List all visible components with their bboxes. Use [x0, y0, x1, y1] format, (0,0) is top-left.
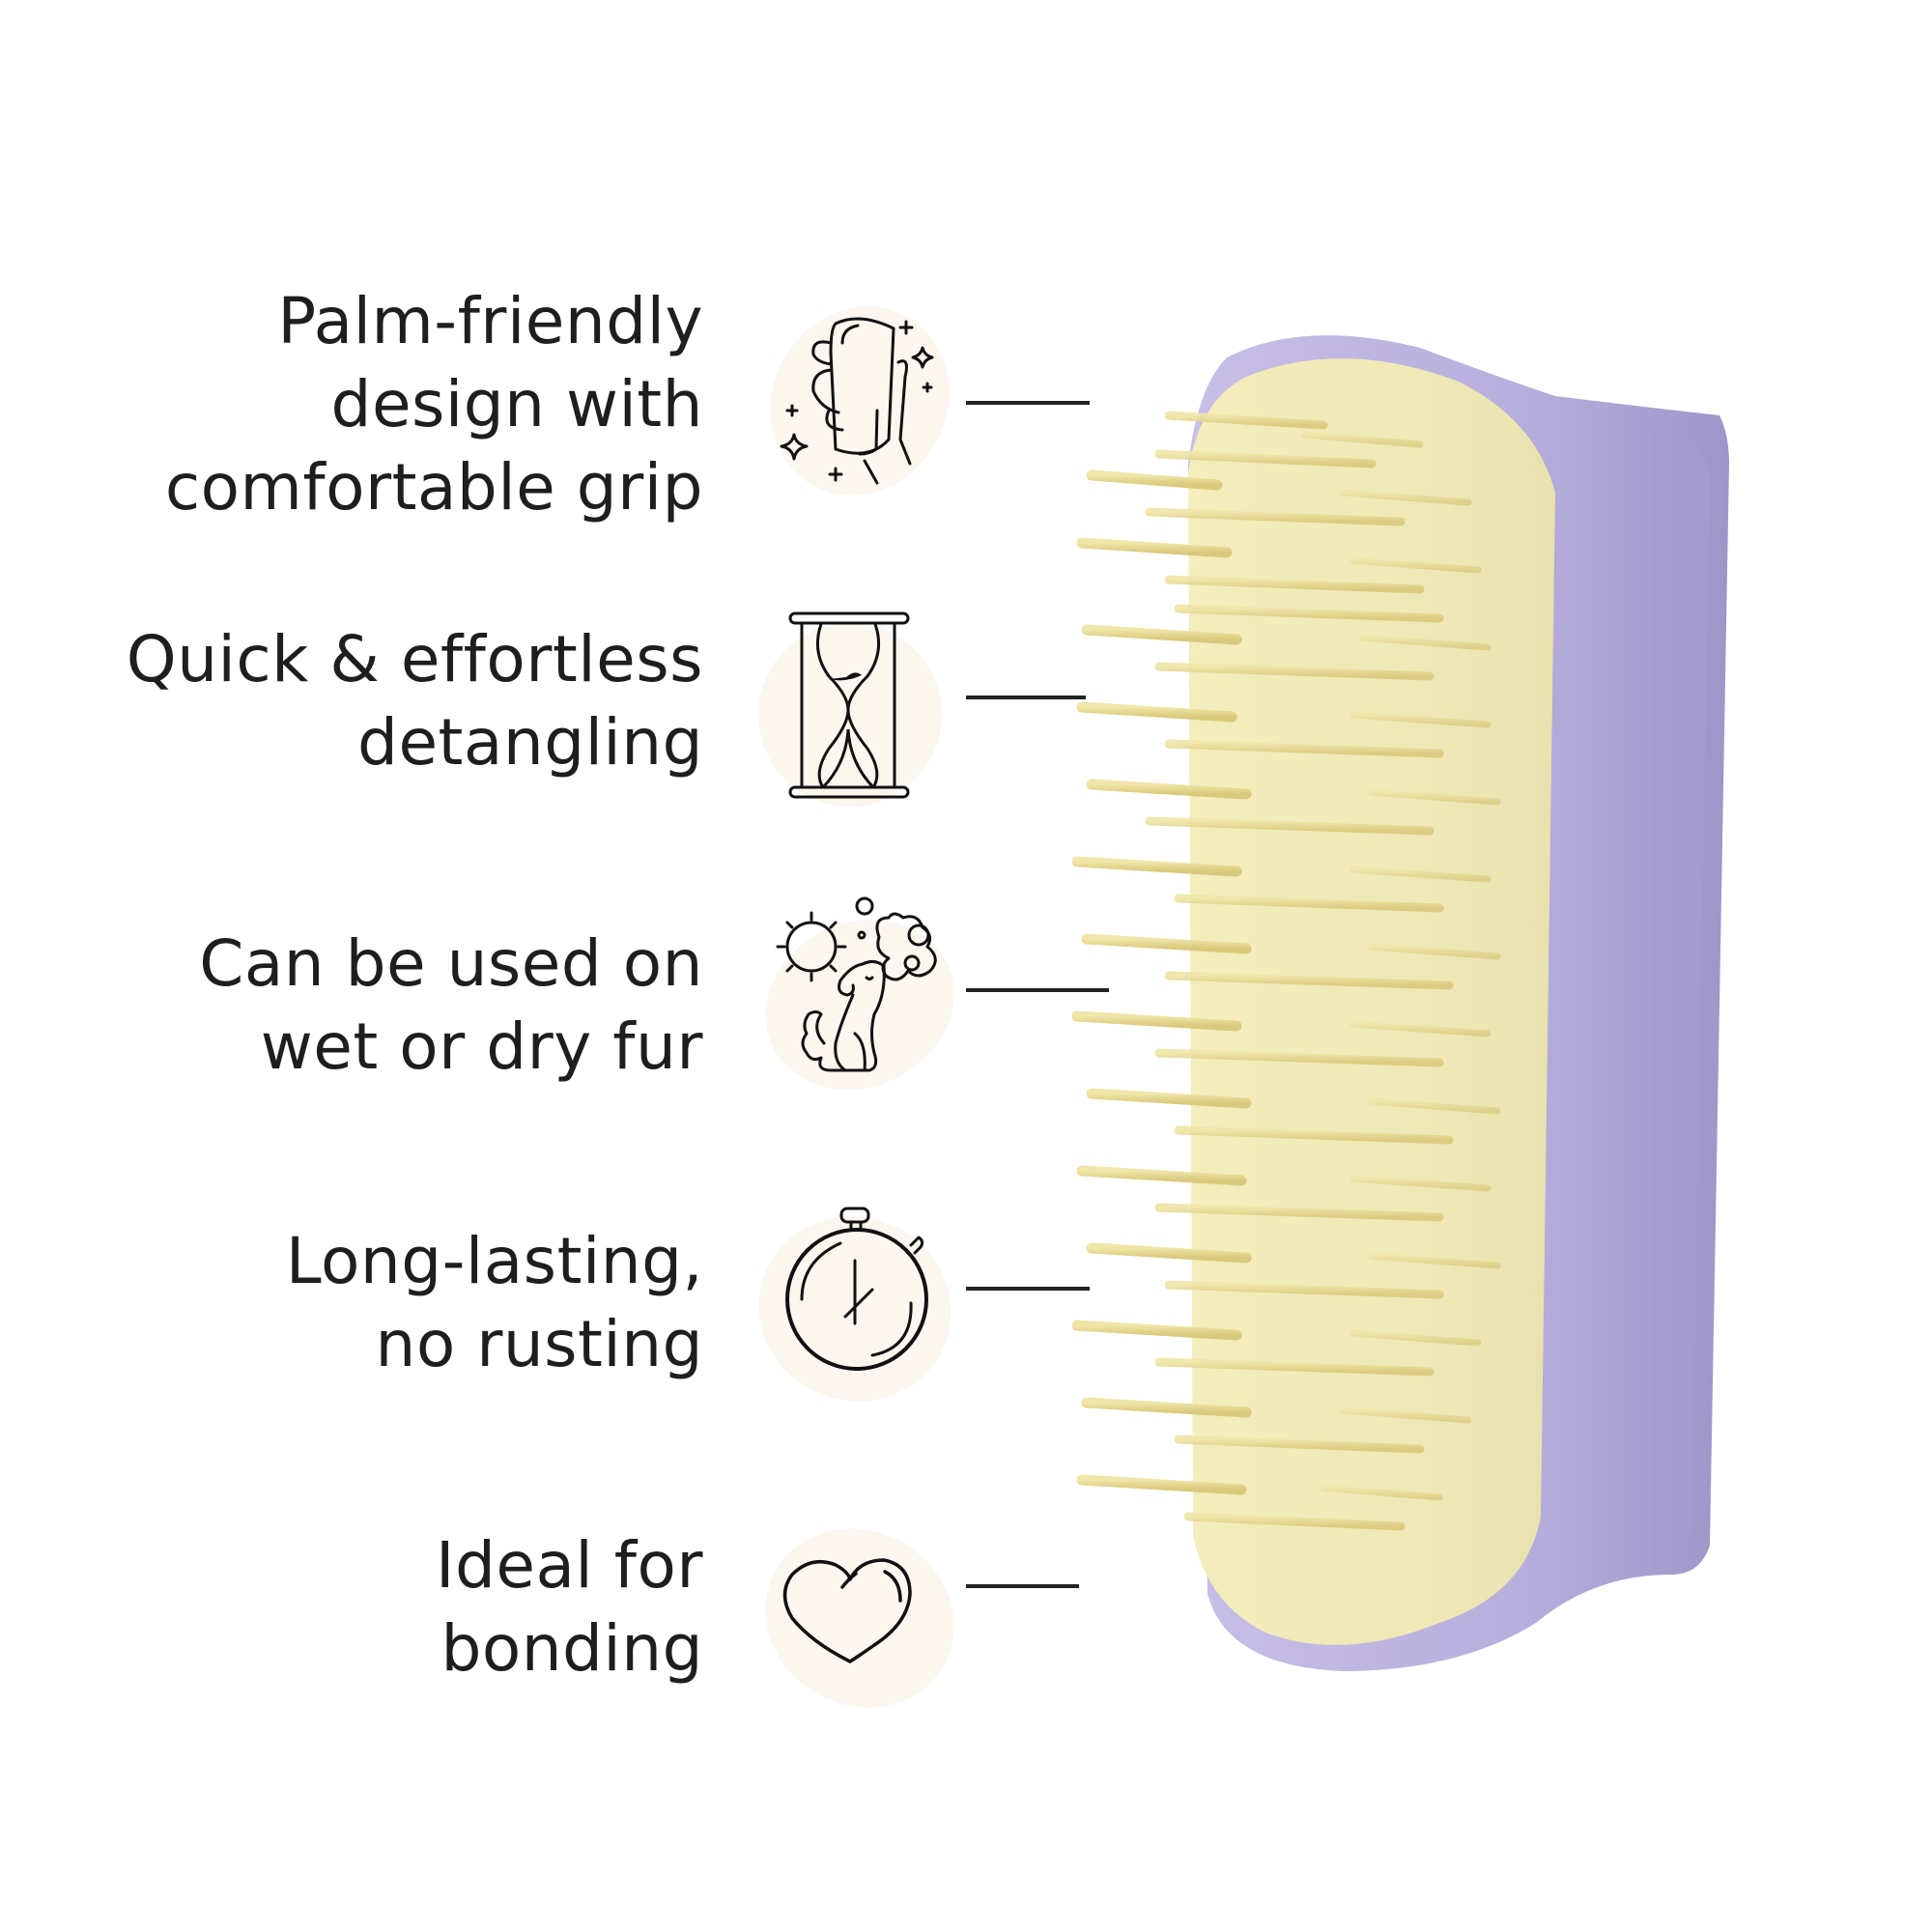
connector-line: [966, 988, 1109, 992]
hand-holding-brush-icon: [753, 295, 966, 507]
feature-line: Can be used on: [199, 926, 703, 1001]
feature-detangling-text: Quick & effortless detangling: [27, 618, 703, 784]
feature-line: Palm-friendly: [277, 284, 703, 358]
feature-line: comfortable grip: [164, 450, 703, 525]
stopwatch-icon: [749, 1203, 961, 1415]
connector-line: [966, 696, 1086, 699]
feature-long-lasting-text: Long-lasting, no rusting: [27, 1220, 703, 1386]
connector-line: [966, 1287, 1090, 1291]
feature-line: wet or dry fur: [260, 1009, 703, 1084]
heart-icon: [753, 1512, 966, 1724]
feature-line: bonding: [440, 1611, 703, 1686]
feature-line: Long-lasting,: [285, 1224, 703, 1298]
feature-line: Quick & effortless: [126, 622, 703, 696]
feature-line: no rusting: [375, 1307, 703, 1381]
feature-line: detangling: [357, 705, 703, 780]
feature-line: Ideal for: [436, 1528, 703, 1603]
connector-line: [966, 1584, 1079, 1588]
dog-sun-bubbles-icon: [758, 889, 971, 1101]
feature-bonding-text: Ideal for bonding: [27, 1524, 703, 1690]
brush-illustration: [1071, 335, 1729, 1672]
product-brush-image: [1053, 319, 1748, 1690]
hourglass-icon: [753, 594, 966, 807]
connector-line: [966, 401, 1090, 405]
feature-palm-friendly-text: Palm-friendly design with comfortable gr…: [27, 280, 703, 529]
feature-line: design with: [330, 367, 703, 441]
feature-wet-dry-text: Can be used on wet or dry fur: [27, 923, 703, 1089]
